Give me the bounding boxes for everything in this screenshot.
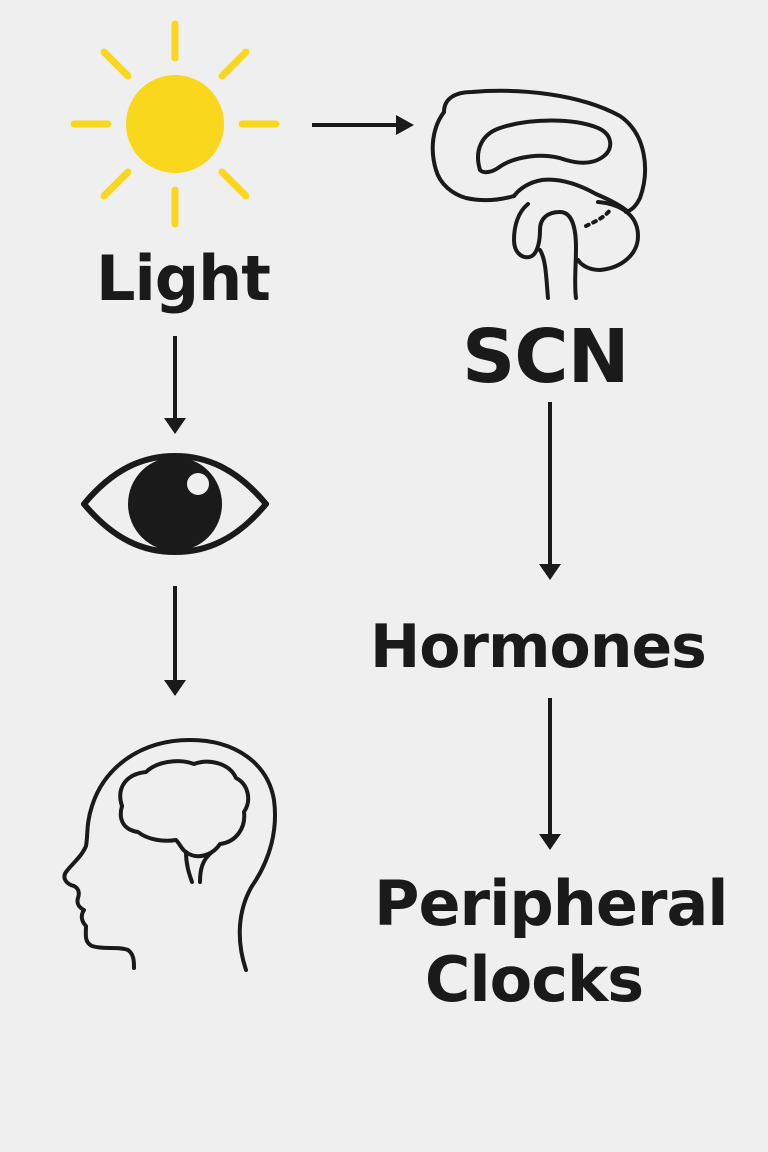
node-label-hormones: Hormones: [370, 612, 707, 682]
arrow-eye-to-head: [164, 586, 186, 696]
node-label-scn: SCN: [462, 314, 630, 400]
node-label-peripheral-line1: Peripheral: [374, 867, 729, 940]
node-label-peripheral-clocks: Peripheral Clocks: [374, 866, 729, 1018]
brain-sagittal-icon: [430, 88, 648, 300]
arrow-hormones-to-peripheral: [539, 698, 561, 850]
eye-icon: [81, 453, 269, 555]
arrow-light-to-eye: [164, 336, 186, 434]
node-label-peripheral-line2: Clocks: [424, 943, 644, 1016]
head-brain-icon: [62, 738, 277, 972]
arrow-light-to-scn: [312, 115, 414, 135]
node-label-light: Light: [96, 242, 271, 315]
arrow-scn-to-hormones: [539, 402, 561, 580]
sun-icon: [70, 20, 280, 228]
